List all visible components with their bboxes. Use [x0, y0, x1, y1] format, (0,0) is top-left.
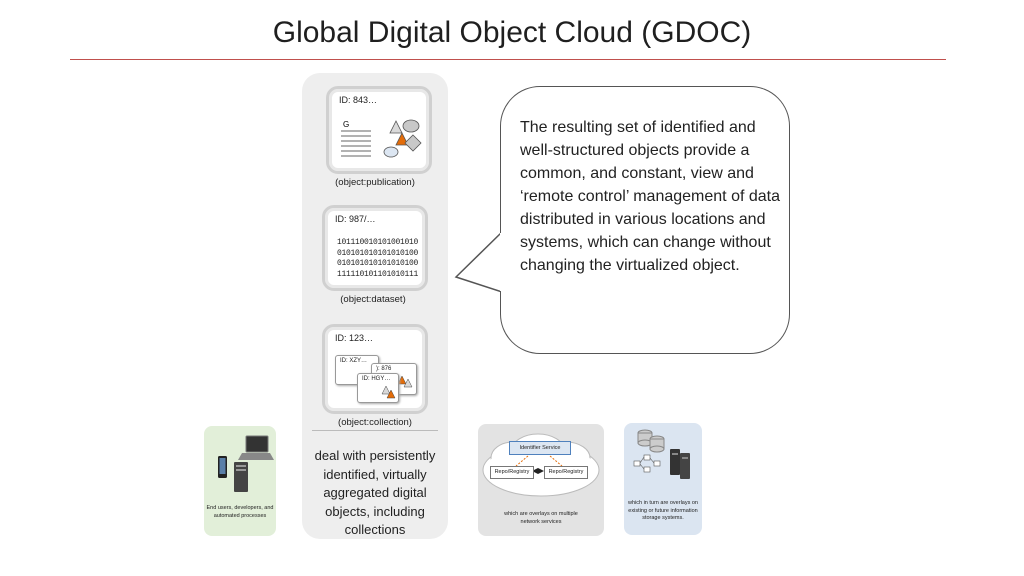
dataset-card: ID: 987/… 101110010101001010 01010101010…: [322, 205, 428, 291]
collection-card: ID: 123… ID: XZY… ): 876 ID: HGY…: [322, 324, 428, 414]
triangle-icon: [397, 375, 413, 388]
publication-id: ID: 843…: [339, 95, 378, 105]
collection-member: ID: HGY…: [357, 373, 399, 403]
network-caption: which are overlays on multiple network s…: [504, 511, 578, 525]
publication-card: ID: 843… G: [326, 86, 432, 174]
publication-caption: (object:publication): [335, 177, 415, 188]
bubble-pointer-cover: [500, 233, 506, 291]
binary-line: 010101010101010100: [337, 248, 419, 258]
storage-icon: [633, 429, 690, 479]
dataset-binary: 101110010101001010 010101010101010100 01…: [337, 238, 418, 280]
publication-illustration: G: [341, 119, 422, 158]
collection-id: ID: 123…: [335, 333, 374, 343]
publication-glyph: G: [343, 120, 349, 129]
binary-line: 111110101101010111: [337, 269, 419, 279]
collection-caption: (object:collection): [338, 417, 412, 428]
title-rule: [70, 59, 946, 60]
dataset-id: ID: 987/…: [335, 214, 376, 224]
devices-icon: [218, 435, 274, 492]
identifier-service-box: Identifier Service: [509, 441, 571, 455]
triangle-icon: [381, 385, 396, 399]
column-divider: [312, 430, 438, 431]
identifier-service-label: Identifier Service: [519, 445, 561, 451]
repo-left-box: Repo/Registry: [490, 466, 534, 479]
storage-caption: which in turn are overlays on existing o…: [627, 500, 698, 521]
speech-bubble: [500, 86, 790, 354]
binary-line: 101110010101001010: [337, 238, 419, 247]
column-description: deal with persistently identified, virtu…: [314, 448, 436, 537]
users-caption: End users, developers, and automated pro…: [206, 505, 274, 519]
repo-right-box: Repo/Registry: [544, 466, 588, 479]
dataset-caption: (object:dataset): [340, 294, 406, 305]
binary-line: 010101010101010100: [337, 259, 419, 268]
bubble-text: The resulting set of identified and well…: [520, 119, 780, 274]
page-title: Global Digital Object Cloud (GDOC): [272, 16, 752, 49]
